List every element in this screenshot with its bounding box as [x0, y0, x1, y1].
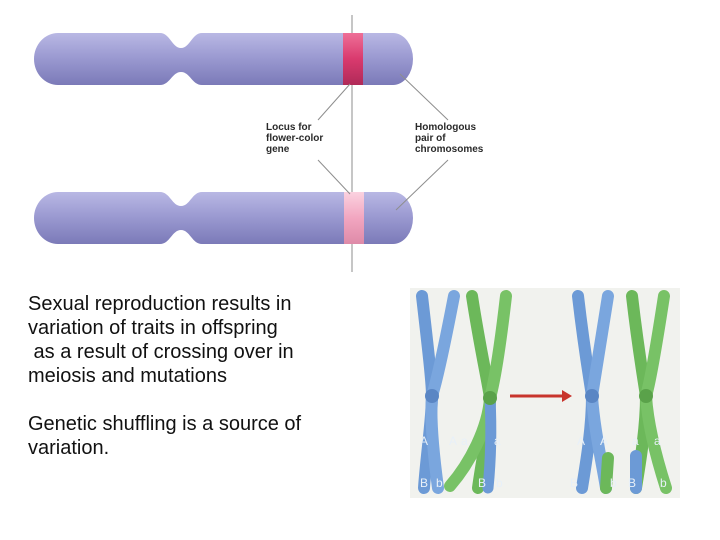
allele-label: b: [660, 476, 667, 490]
para2-line: Genetic shuffling is a source of: [28, 413, 302, 435]
allele-label: A: [420, 434, 429, 448]
homologous-label-line: chromosomes: [415, 144, 484, 155]
chromosome-pair-after: [572, 290, 672, 494]
allele-label: b: [610, 476, 617, 490]
upper-chromosome: [34, 33, 413, 85]
leader-line: [317, 83, 351, 121]
allele-label: A: [600, 434, 609, 448]
para1-line: variation of traits in offspring: [28, 317, 278, 339]
homologous-label-line: Homologous: [415, 122, 477, 133]
allele-label: a: [461, 434, 468, 448]
para2-line: variation.: [28, 437, 110, 459]
allele-label: B: [628, 476, 637, 490]
allele-label: b: [496, 476, 503, 490]
leader-line: [317, 159, 351, 195]
allele-label: a: [654, 434, 661, 448]
allele-label: b: [436, 476, 443, 490]
locus-label-line: Locus for: [266, 122, 312, 133]
locus-label: Locus for flower-color gene: [266, 122, 323, 155]
allele-label: B: [478, 476, 487, 490]
locus-label-line: gene: [266, 144, 290, 155]
locus-band-dark: [343, 33, 363, 85]
homologous-label-line: pair of: [415, 133, 446, 144]
allele-label: B: [570, 476, 579, 490]
locus-band-light: [344, 192, 364, 244]
homologous-label: Homologous pair of chromosomes: [415, 122, 483, 155]
allele-label: A: [577, 434, 586, 448]
allele-label: A: [449, 434, 458, 448]
allele-label: B: [420, 476, 429, 490]
chromosome-diagram: [34, 15, 449, 272]
text-block: Sexual reproduction results in variation…: [28, 292, 403, 460]
para1-line: meiosis and mutations: [28, 365, 227, 387]
allele-label: a: [632, 434, 639, 448]
chromosome-pair-before: [416, 290, 512, 494]
locus-label-line: flower-color: [266, 133, 324, 144]
para1-line: as a result of crossing over in: [28, 341, 294, 363]
crossing-over-illustration: [410, 288, 680, 498]
para1-line: Sexual reproduction results in: [28, 293, 292, 315]
arrow-icon: [510, 390, 572, 402]
allele-label: a: [494, 434, 501, 448]
leader-line: [399, 73, 449, 121]
leader-line: [395, 159, 449, 211]
lower-chromosome: [34, 192, 413, 244]
